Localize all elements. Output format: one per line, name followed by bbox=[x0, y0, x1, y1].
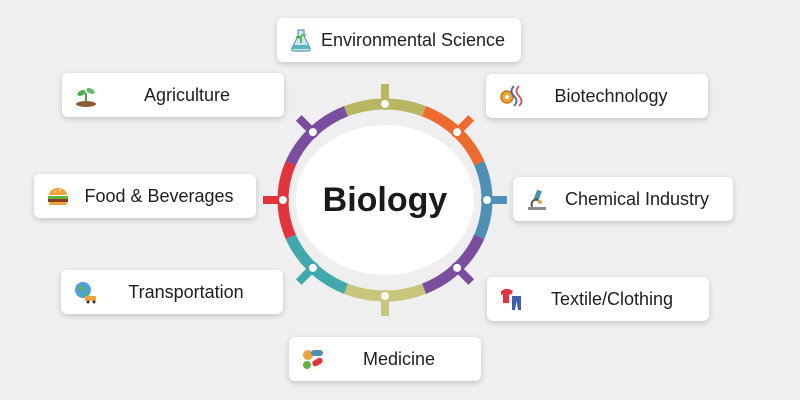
node-label: Agriculture bbox=[143, 84, 231, 105]
node-label: Transportation bbox=[128, 281, 244, 302]
connector-dot bbox=[481, 194, 493, 206]
burger-icon bbox=[44, 182, 72, 210]
node-label: Medicine bbox=[362, 348, 436, 369]
node-label: Biotechnology bbox=[554, 85, 668, 106]
connector-dot bbox=[451, 126, 464, 139]
node-food-beverages: Food & Beverages bbox=[34, 174, 256, 218]
connector-dot bbox=[277, 194, 289, 206]
connector-dot bbox=[451, 261, 464, 274]
globe-vehicle-icon bbox=[71, 278, 99, 306]
plant-sprout-icon bbox=[72, 81, 100, 109]
microscope-icon bbox=[523, 185, 551, 213]
center-label: Biology bbox=[322, 180, 448, 219]
pills-icon bbox=[299, 345, 327, 373]
connector-dot bbox=[379, 98, 391, 110]
connector-dot bbox=[379, 290, 391, 302]
connector-dot bbox=[306, 126, 319, 139]
node-label: Chemical Industry bbox=[564, 188, 710, 209]
center-node: Biology bbox=[296, 125, 474, 275]
node-label: Food & Beverages bbox=[84, 185, 234, 206]
shirt-trousers-icon bbox=[497, 285, 525, 313]
node-environmental-science: Environmental Science bbox=[277, 18, 521, 62]
flask-plant-icon bbox=[287, 26, 315, 54]
node-label: Environmental Science bbox=[320, 29, 506, 50]
node-biotechnology: Biotechnology bbox=[486, 74, 708, 118]
connector-dot bbox=[306, 261, 319, 274]
node-agriculture: Agriculture bbox=[62, 73, 284, 117]
node-medicine: Medicine bbox=[289, 337, 481, 381]
node-transportation: Transportation bbox=[61, 270, 283, 314]
node-label: Textile/Clothing bbox=[550, 288, 674, 309]
node-textile-clothing: Textile/Clothing bbox=[487, 277, 709, 321]
dna-gear-icon bbox=[496, 82, 524, 110]
node-chemical-industry: Chemical Industry bbox=[513, 177, 733, 221]
